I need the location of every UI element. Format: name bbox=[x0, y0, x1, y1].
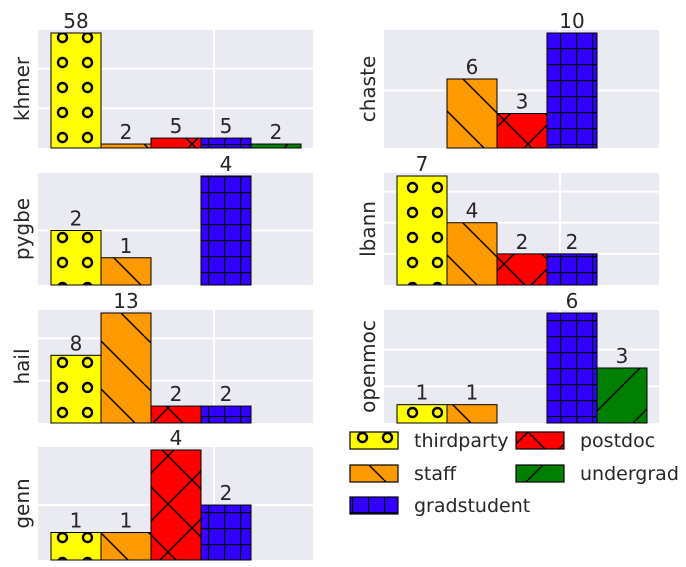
data-label-openmoc-undergrad: 3 bbox=[616, 344, 629, 368]
bar-hatch-lbann-gradstudent bbox=[546, 253, 598, 286]
chart-panels: 58 2 5 5 2 khmer 6 3 10 chaste 2 1 4 pygbe 7 4 2 2 lbann 8 1… bbox=[10, 9, 661, 561]
bar-hatch-pygbe-staff bbox=[100, 257, 152, 286]
legend-item-undergrad: undergrad bbox=[515, 463, 679, 485]
panel-lbann: 7 4 2 2 lbann bbox=[356, 152, 661, 286]
data-label-pygbe-thirdparty: 2 bbox=[70, 207, 83, 231]
bar-hatch-lbann-staff bbox=[446, 222, 498, 286]
data-label-pygbe-staff: 1 bbox=[120, 234, 133, 258]
data-label-openmoc-staff: 1 bbox=[466, 381, 479, 405]
bar-hatch-pygbe-thirdparty bbox=[50, 230, 102, 286]
data-label-chaste-gradstudent: 10 bbox=[559, 9, 584, 33]
bar-hatch-genn-postdoc bbox=[150, 449, 202, 561]
bar-hatch-genn-staff bbox=[100, 532, 152, 561]
bar-hatch-openmoc-gradstudent bbox=[546, 312, 598, 424]
ylabel-hail: hail bbox=[10, 348, 34, 384]
bar-hatch-hail-postdoc bbox=[150, 405, 202, 424]
bar-hatch-khmer-undergrad bbox=[250, 143, 302, 149]
legend-swatch-hatch bbox=[515, 464, 565, 483]
data-label-genn-gradstudent: 2 bbox=[220, 481, 233, 505]
bar-hatch-genn-gradstudent bbox=[200, 504, 252, 561]
panel-khmer: 58 2 5 5 2 khmer bbox=[10, 9, 315, 149]
legend-label: postdoc bbox=[580, 430, 655, 452]
bar-hatch-hail-gradstudent bbox=[200, 405, 252, 424]
data-label-genn-staff: 1 bbox=[120, 509, 133, 533]
bar-hatch-chaste-gradstudent bbox=[546, 32, 598, 149]
data-label-khmer-undergrad: 2 bbox=[270, 120, 283, 144]
data-label-hail-thirdparty: 8 bbox=[70, 331, 83, 355]
ylabel-openmoc: openmoc bbox=[356, 320, 380, 413]
panel-chaste: 6 3 10 chaste bbox=[356, 9, 661, 149]
panel-genn: 1 1 4 2 genn bbox=[10, 426, 315, 561]
data-label-openmoc-thirdparty: 1 bbox=[416, 381, 429, 405]
bar-hatch-chaste-postdoc bbox=[496, 113, 548, 149]
bar-hatch-chaste-staff bbox=[446, 78, 498, 149]
ylabel-lbann: lbann bbox=[356, 201, 380, 257]
bar-hatch-openmoc-thirdparty bbox=[396, 404, 448, 424]
data-label-chaste-staff: 6 bbox=[466, 55, 479, 79]
chart-legend: thirdparty postdoc staff undergrad gradstude… bbox=[349, 430, 679, 517]
legend-label: thirdparty bbox=[414, 430, 509, 452]
bar-hatch-openmoc-staff bbox=[446, 404, 498, 424]
ylabel-genn: genn bbox=[10, 478, 34, 528]
panel-hail: 8 13 2 2 hail bbox=[10, 289, 315, 424]
bar-hatch-lbann-thirdparty bbox=[396, 175, 448, 286]
bar-hatch-khmer-postdoc bbox=[150, 137, 202, 149]
ylabel-pygbe: pygbe bbox=[10, 198, 34, 260]
data-label-openmoc-gradstudent: 6 bbox=[566, 289, 579, 313]
panel-pygbe: 2 1 4 pygbe bbox=[10, 152, 315, 286]
data-label-pygbe-gradstudent: 4 bbox=[220, 152, 233, 176]
ylabel-khmer: khmer bbox=[10, 56, 34, 121]
bar-hatch-khmer-staff bbox=[100, 143, 152, 149]
bar-hatch-genn-thirdparty bbox=[50, 532, 102, 561]
legend-item-postdoc: postdoc bbox=[515, 430, 655, 452]
data-label-hail-gradstudent: 2 bbox=[220, 382, 233, 406]
data-label-lbann-staff: 4 bbox=[466, 199, 479, 223]
data-label-lbann-gradstudent: 2 bbox=[566, 230, 579, 254]
bar-hatch-pygbe-gradstudent bbox=[200, 175, 252, 286]
bar-hatch-khmer-gradstudent bbox=[200, 137, 252, 149]
data-label-khmer-postdoc: 5 bbox=[170, 114, 183, 138]
bar-hatch-hail-staff bbox=[100, 312, 152, 424]
data-label-hail-staff: 13 bbox=[113, 289, 138, 313]
legend-item-gradstudent: gradstudent bbox=[349, 495, 530, 517]
data-label-chaste-postdoc: 3 bbox=[516, 90, 529, 114]
bar-hatch-hail-thirdparty bbox=[50, 354, 102, 424]
data-label-genn-thirdparty: 1 bbox=[70, 509, 83, 533]
legend-swatch-hatch bbox=[349, 464, 399, 483]
data-label-hail-postdoc: 2 bbox=[170, 382, 183, 406]
legend-swatch-hatch bbox=[349, 431, 399, 450]
ylabel-chaste: chaste bbox=[356, 56, 380, 123]
data-label-lbann-thirdparty: 7 bbox=[416, 152, 429, 176]
data-label-khmer-thirdparty: 58 bbox=[63, 9, 88, 33]
legend-label: staff bbox=[414, 463, 457, 485]
legend-label: undergrad bbox=[580, 463, 679, 485]
bar-hatch-khmer-thirdparty bbox=[50, 32, 102, 149]
data-label-lbann-postdoc: 2 bbox=[516, 230, 529, 254]
panel-openmoc: 1 1 6 3 openmoc bbox=[356, 289, 661, 424]
legend-swatch-hatch bbox=[515, 431, 565, 450]
data-label-genn-postdoc: 4 bbox=[170, 426, 183, 450]
data-label-khmer-gradstudent: 5 bbox=[220, 114, 233, 138]
bar-hatch-openmoc-undergrad bbox=[596, 367, 648, 424]
legend-label: gradstudent bbox=[414, 495, 530, 517]
data-label-khmer-staff: 2 bbox=[120, 120, 133, 144]
bar-hatch-lbann-postdoc bbox=[496, 253, 548, 286]
legend-item-staff: staff bbox=[349, 463, 457, 485]
legend-swatch-hatch bbox=[349, 496, 399, 515]
legend-item-thirdparty: thirdparty bbox=[349, 430, 509, 452]
